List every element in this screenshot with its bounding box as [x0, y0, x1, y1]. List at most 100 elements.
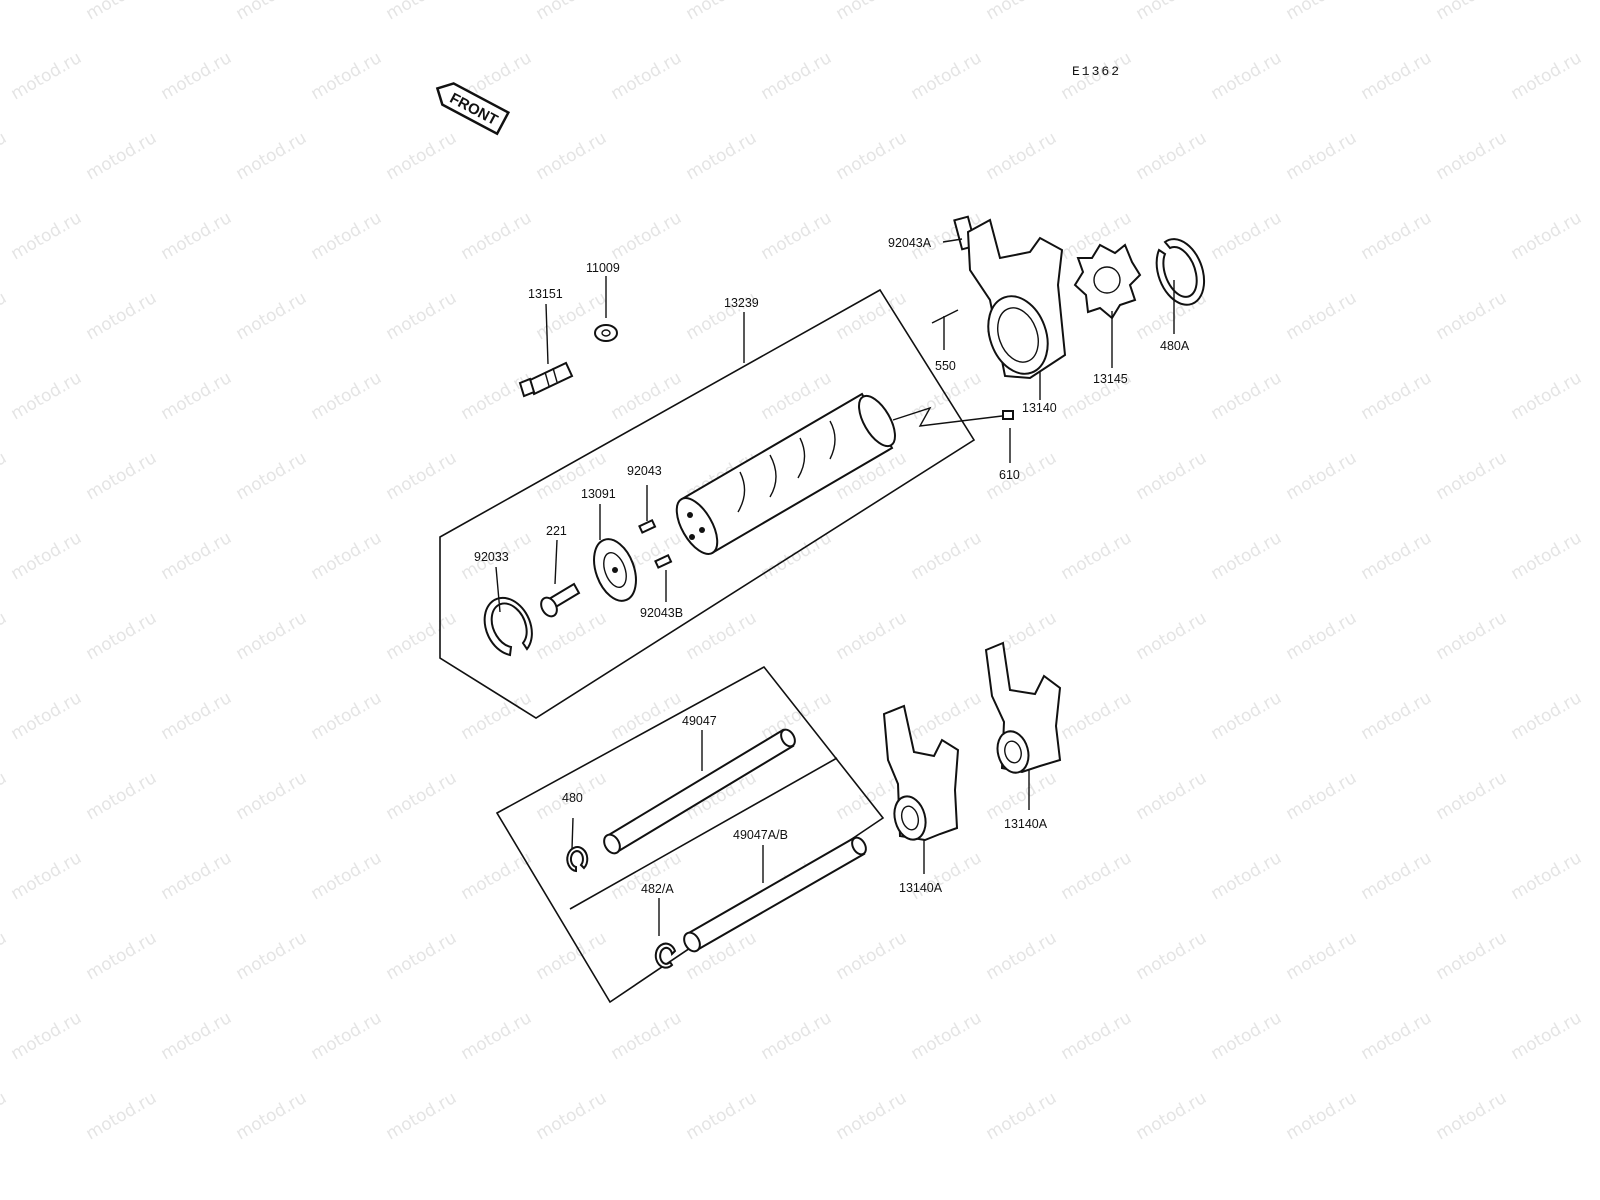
watermark-text: motod.ru — [233, 768, 311, 824]
shaft-part — [603, 728, 796, 855]
label-13140: 13140 — [1022, 401, 1057, 415]
watermark-text: motod.ru — [683, 128, 761, 184]
label-92043a: 92043A — [888, 236, 932, 250]
watermark-text: motod.ru — [1358, 1008, 1436, 1064]
watermark-text: motod.ru — [1508, 688, 1586, 744]
watermark-text: motod.ru — [1208, 368, 1286, 424]
watermark-text: motod.ru — [1058, 688, 1136, 744]
watermark-text: motod.ru — [1433, 1088, 1511, 1144]
watermark-text: motod.ru — [1283, 0, 1361, 24]
watermark-text: motod.ru — [683, 608, 761, 664]
watermark-text: motod.ru — [308, 848, 386, 904]
leader-lines — [495, 238, 1175, 936]
watermark-text: motod.ru — [908, 1008, 986, 1064]
watermark-text: motod.ru — [458, 688, 536, 744]
label-92033: 92033 — [474, 550, 509, 564]
label-610: 610 — [999, 468, 1020, 482]
watermark-text: motod.ru — [158, 48, 236, 104]
watermark-text: motod.ru — [383, 0, 461, 24]
watermark-text: motod.ru — [383, 448, 461, 504]
watermark-text: motod.ru — [8, 208, 86, 264]
watermark-text: motod.ru — [158, 368, 236, 424]
watermark-text: motod.ru — [1133, 1088, 1211, 1144]
watermark-text: motod.ru — [233, 288, 311, 344]
watermark-text: motod.ru — [608, 208, 686, 264]
watermark-text: motod.ru — [1133, 608, 1211, 664]
watermark-text: motod.ru — [1433, 0, 1511, 24]
watermark-text: motod.ru — [308, 48, 386, 104]
watermark-text: motod.ru — [1433, 608, 1511, 664]
watermark-text: motod.ru — [758, 1008, 836, 1064]
watermark-text: motod.ru — [983, 768, 1061, 824]
watermark-text: motod.ru — [0, 608, 10, 664]
watermark-text: motod.ru — [0, 1088, 10, 1144]
washer-part — [594, 324, 618, 342]
watermark-text: motod.ru — [1433, 288, 1511, 344]
watermark-text: motod.ru — [233, 0, 311, 24]
label-13140a-right: 13140A — [1004, 817, 1048, 831]
watermark-text: motod.ru — [308, 368, 386, 424]
watermark-text: motod.ru — [1133, 768, 1211, 824]
watermark-layer: motod.ru motod.ru motod.ru motod.ru motod.ru… — [0, 0, 1585, 1144]
watermark-text: motod.ru — [1433, 768, 1511, 824]
watermark-text: motod.ru — [983, 928, 1061, 984]
watermark-text: motod.ru — [833, 288, 911, 344]
circlip-482-part — [654, 942, 677, 969]
watermark-text: motod.ru — [983, 128, 1061, 184]
watermark-text: motod.ru — [1208, 1008, 1286, 1064]
watermark-text: motod.ru — [158, 208, 236, 264]
star-plate-part — [1073, 243, 1142, 320]
label-13145: 13145 — [1093, 372, 1128, 386]
shift-fork-a-right-part — [984, 641, 1062, 774]
watermark-text: motod.ru — [1508, 528, 1586, 584]
label-49047: 49047 — [682, 714, 717, 728]
watermark-text: motod.ru — [1208, 528, 1286, 584]
watermark-text: motod.ru — [1508, 368, 1586, 424]
watermark-text: motod.ru — [8, 848, 86, 904]
label-550: 550 — [935, 359, 956, 373]
label-13239: 13239 — [724, 296, 759, 310]
watermark-text: motod.ru — [383, 928, 461, 984]
watermark-text: motod.ru — [983, 1088, 1061, 1144]
watermark-text: motod.ru — [1133, 128, 1211, 184]
watermark-text: motod.ru — [308, 528, 386, 584]
watermark-text: motod.ru — [308, 1008, 386, 1064]
watermark-text: motod.ru — [0, 288, 10, 344]
watermark-text: motod.ru — [83, 1088, 161, 1144]
watermark-text: motod.ru — [383, 768, 461, 824]
watermark-text: motod.ru — [983, 448, 1061, 504]
watermark-text: motod.ru — [533, 608, 611, 664]
watermark-text: motod.ru — [1208, 208, 1286, 264]
watermark-text: motod.ru — [1133, 448, 1211, 504]
watermark-text: motod.ru — [8, 528, 86, 584]
watermark-text: motod.ru — [833, 128, 911, 184]
label-92043b: 92043B — [640, 606, 683, 620]
watermark-text: motod.ru — [158, 688, 236, 744]
watermark-text: motod.ru — [683, 1088, 761, 1144]
watermark-text: motod.ru — [1358, 48, 1436, 104]
label-480: 480 — [562, 791, 583, 805]
watermark-text: motod.ru — [833, 928, 911, 984]
watermark-text: motod.ru — [158, 1008, 236, 1064]
watermark-text: motod.ru — [1133, 928, 1211, 984]
watermark-text: motod.ru — [1433, 128, 1511, 184]
watermark-text: motod.ru — [233, 128, 311, 184]
watermark-text: motod.ru — [383, 608, 461, 664]
watermark-text: motod.ru — [833, 1088, 911, 1144]
small-pin-part — [1002, 410, 1014, 420]
shaft-assembly-frame — [495, 665, 885, 1004]
watermark-text: motod.ru — [1208, 848, 1286, 904]
watermark-text: motod.ru — [1433, 448, 1511, 504]
shaft-divider — [569, 757, 838, 910]
watermark-text: motod.ru — [758, 208, 836, 264]
watermark-text: motod.ru — [1283, 448, 1361, 504]
watermark-text: motod.ru — [233, 448, 311, 504]
watermark-text: motod.ru — [533, 1088, 611, 1144]
watermark-text: motod.ru — [608, 48, 686, 104]
watermark-text: motod.ru — [83, 288, 161, 344]
watermark-text: motod.ru — [1358, 208, 1436, 264]
watermark-text: motod.ru — [308, 208, 386, 264]
watermark-text: motod.ru — [908, 528, 986, 584]
watermark-text: motod.ru — [1358, 368, 1436, 424]
watermark-text: motod.ru — [1208, 688, 1286, 744]
